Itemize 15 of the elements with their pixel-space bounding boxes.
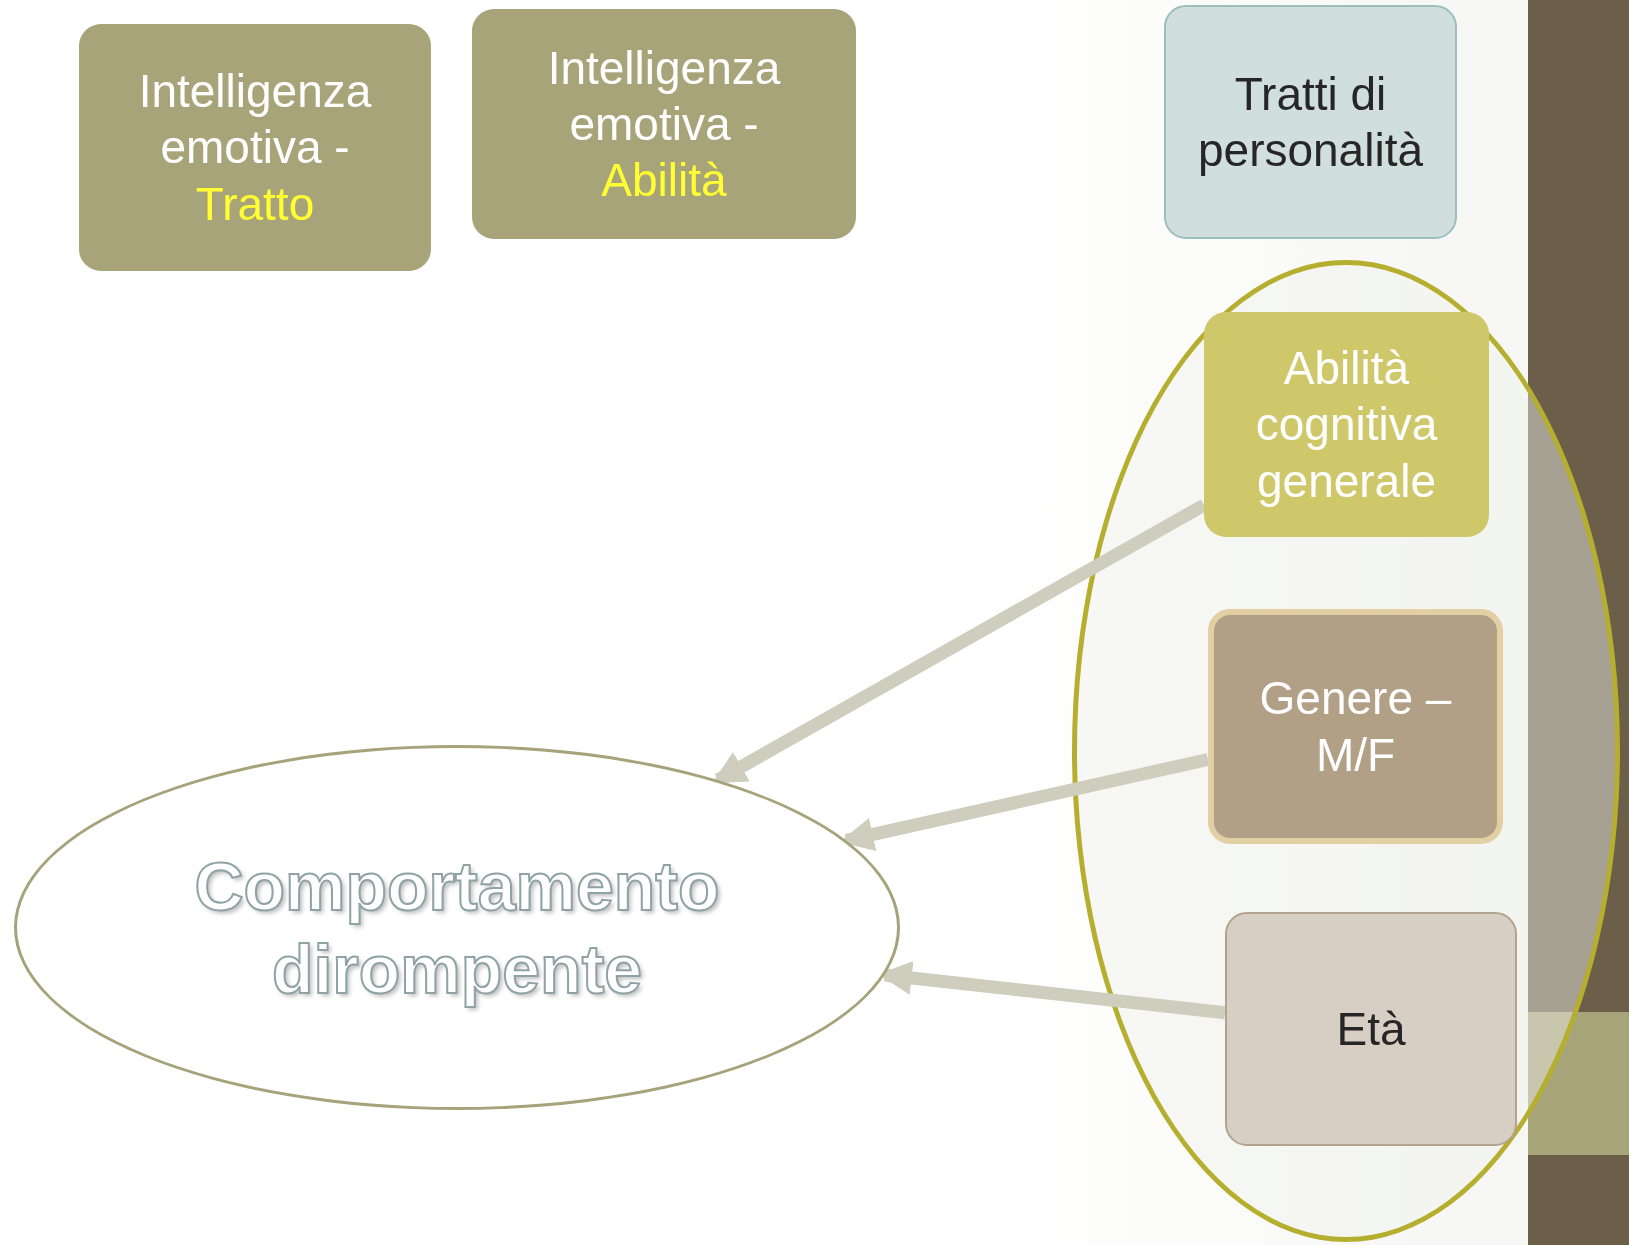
box-subtitle: Abilità bbox=[601, 153, 727, 209]
factor-box bbox=[1225, 912, 1517, 1146]
node-label: Comportamento dirompente bbox=[41, 844, 873, 1011]
node-label: Età bbox=[1336, 1001, 1406, 1057]
factor-box bbox=[1204, 312, 1489, 537]
node-label: Tratti di personalità bbox=[1196, 66, 1424, 178]
concept-box bbox=[79, 24, 431, 271]
box-title: Intelligenza emotiva - bbox=[546, 40, 782, 152]
box-title: Intelligenza emotiva - bbox=[137, 64, 373, 176]
concept-box bbox=[1164, 5, 1457, 239]
node-label: Abilità cognitiva generale bbox=[1254, 341, 1439, 509]
factor-box bbox=[1208, 609, 1503, 844]
node-label: Genere – M/F bbox=[1258, 671, 1453, 783]
concept-box bbox=[472, 9, 856, 239]
box-subtitle: Tratto bbox=[195, 176, 315, 232]
